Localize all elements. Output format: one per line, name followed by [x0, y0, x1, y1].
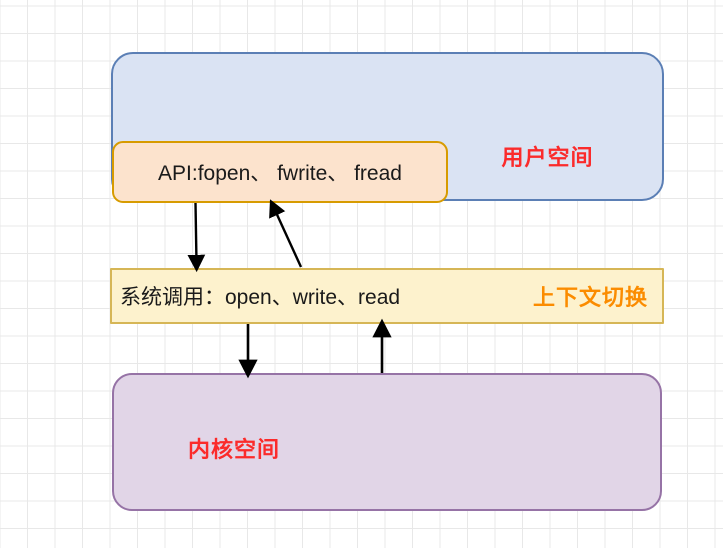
kernel-space-label: 内核空间 — [188, 438, 281, 463]
arrow-syscall-to-api-up — [269, 199, 303, 268]
api-label: API:fopen、 fwrite、 fread — [158, 162, 402, 185]
context-switch-label: 上下文切换 — [532, 286, 648, 311]
syscall-box[interactable]: 系统调用：open、write、read 上下文切换 — [110, 268, 664, 324]
arrow-api-to-syscall-down — [187, 202, 206, 273]
api-box[interactable]: API:fopen、 fwrite、 fread — [112, 141, 448, 203]
kernel-space-box[interactable]: 内核空间 — [112, 373, 662, 511]
syscall-label: 系统调用：open、write、read — [120, 286, 401, 309]
user-space-label: 用户空间 — [501, 146, 594, 171]
